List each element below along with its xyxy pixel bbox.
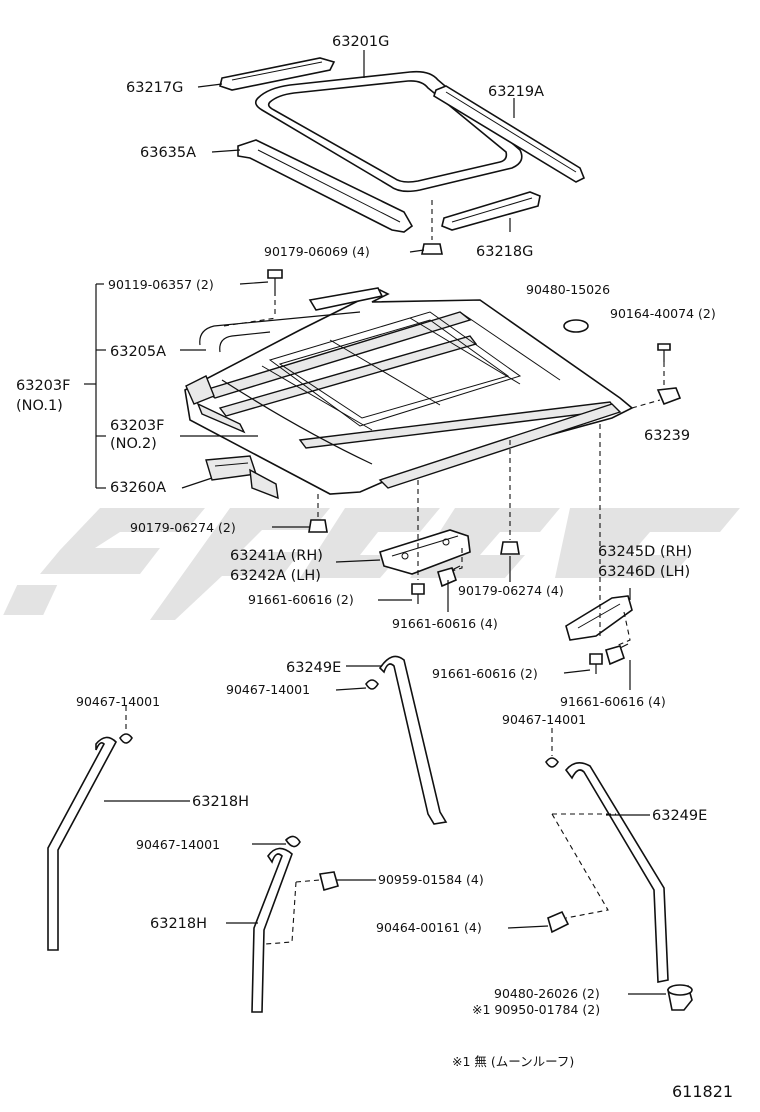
label-91661-c: 91661-60616 (2) xyxy=(432,666,538,681)
label-90179-06069: 90179-06069 (4) xyxy=(264,244,370,259)
diagram-id: 611821 xyxy=(672,1082,733,1101)
label-63246d: 63246D (LH) xyxy=(598,564,690,580)
hose-63249e-right-shape xyxy=(564,762,669,983)
clamp-90467-a-shape xyxy=(365,679,379,690)
part-63635a-shape xyxy=(237,139,414,233)
label-no1: (NO.1) xyxy=(16,398,63,414)
bolt-91661-b-shape xyxy=(437,565,461,588)
label-63218h-a: 63218H xyxy=(192,794,249,810)
label-90179-06274-b: 90179-06274 (4) xyxy=(458,583,564,598)
label-63218g: 63218G xyxy=(476,244,533,260)
label-63241a: 63241A (RH) xyxy=(230,548,323,564)
bracket-63239-shape xyxy=(631,387,682,409)
label-90480-15026: 90480-15026 xyxy=(526,282,610,297)
label-63239: 63239 xyxy=(644,428,690,444)
clamp-90467-left-shape xyxy=(119,706,133,744)
label-91661-b: 91661-60616 (4) xyxy=(392,616,498,631)
clip-90179-06274-a-shape xyxy=(308,494,328,533)
label-91661-d: 91661-60616 (4) xyxy=(560,694,666,709)
hose-63218h-b-shape xyxy=(251,847,293,1013)
clip-90959-shape xyxy=(265,871,339,945)
bracket-63241a-shape xyxy=(379,480,471,580)
label-63201g: 63201G xyxy=(332,34,389,50)
label-91661-a: 91661-60616 (2) xyxy=(248,592,354,607)
label-90179-06274-a: 90179-06274 (2) xyxy=(130,520,236,535)
clip-90464-shape xyxy=(547,813,616,934)
label-90467-mid: 90467-14001 xyxy=(136,837,220,852)
grommet-90480-15026-shape xyxy=(563,319,589,333)
label-63203f-no1: 63203F xyxy=(16,378,70,394)
label-90959: 90959-01584 (4) xyxy=(378,872,484,887)
label-90950: ※1 90950-01784 (2) xyxy=(472,1002,600,1017)
label-63217g: 63217G xyxy=(126,80,183,96)
part-63219a-shape xyxy=(433,85,586,183)
label-63249e-right: 63249E xyxy=(652,808,707,824)
screw-90164-40074-shape xyxy=(657,343,671,388)
screw-91661-c-shape xyxy=(589,653,603,674)
label-90467-left: 90467-14001 xyxy=(76,694,160,709)
label-90464: 90464-00161 (4) xyxy=(376,920,482,935)
watermark-logo xyxy=(3,508,740,620)
label-90467-a: 90467-14001 xyxy=(226,682,310,697)
hose-63249e-top-shape xyxy=(378,655,448,825)
bracket-63245d-shape xyxy=(565,424,633,647)
label-no2: (NO.2) xyxy=(110,436,157,452)
motor-63260a-shape xyxy=(205,455,279,500)
clamp-90467-mid-shape xyxy=(284,835,301,848)
label-63249e-top: 63249E xyxy=(286,660,341,676)
part-63218g-shape xyxy=(441,191,541,231)
label-90119-06357: 90119-06357 (2) xyxy=(108,277,214,292)
hose-63218h-a-shape xyxy=(47,736,117,951)
label-63245d: 63245D (RH) xyxy=(598,544,692,560)
label-90164-40074: 90164-40074 (2) xyxy=(610,306,716,321)
label-63242a: 63242A (LH) xyxy=(230,568,321,584)
screw-91661-a-shape xyxy=(411,583,425,604)
label-90480-26026: 90480-26026 (2) xyxy=(494,986,600,1001)
clamp-90467-right-shape xyxy=(545,728,559,768)
label-90467-right: 90467-14001 xyxy=(502,712,586,727)
footnote: ※1 無 (ムーンルーフ) xyxy=(452,1054,574,1069)
clip-90179-06274-b-shape xyxy=(500,440,520,555)
label-63260a: 63260A xyxy=(110,480,166,496)
sunroof-frame-shape xyxy=(184,287,634,495)
screw-90119-06357-shape xyxy=(267,269,283,296)
bolt-91661-d-shape xyxy=(605,643,629,666)
label-63219a: 63219A xyxy=(488,84,544,100)
label-63205a: 63205A xyxy=(110,344,166,360)
label-63203f-no2: 63203F xyxy=(110,418,164,434)
grommet-90480-26026-shape xyxy=(667,984,693,1011)
leader-lines xyxy=(84,50,666,995)
label-63218h-b: 63218H xyxy=(150,916,207,932)
part-63217g-shape xyxy=(219,57,336,91)
clip-90179-06069-shape xyxy=(421,200,443,255)
label-63635a: 63635A xyxy=(140,145,196,161)
